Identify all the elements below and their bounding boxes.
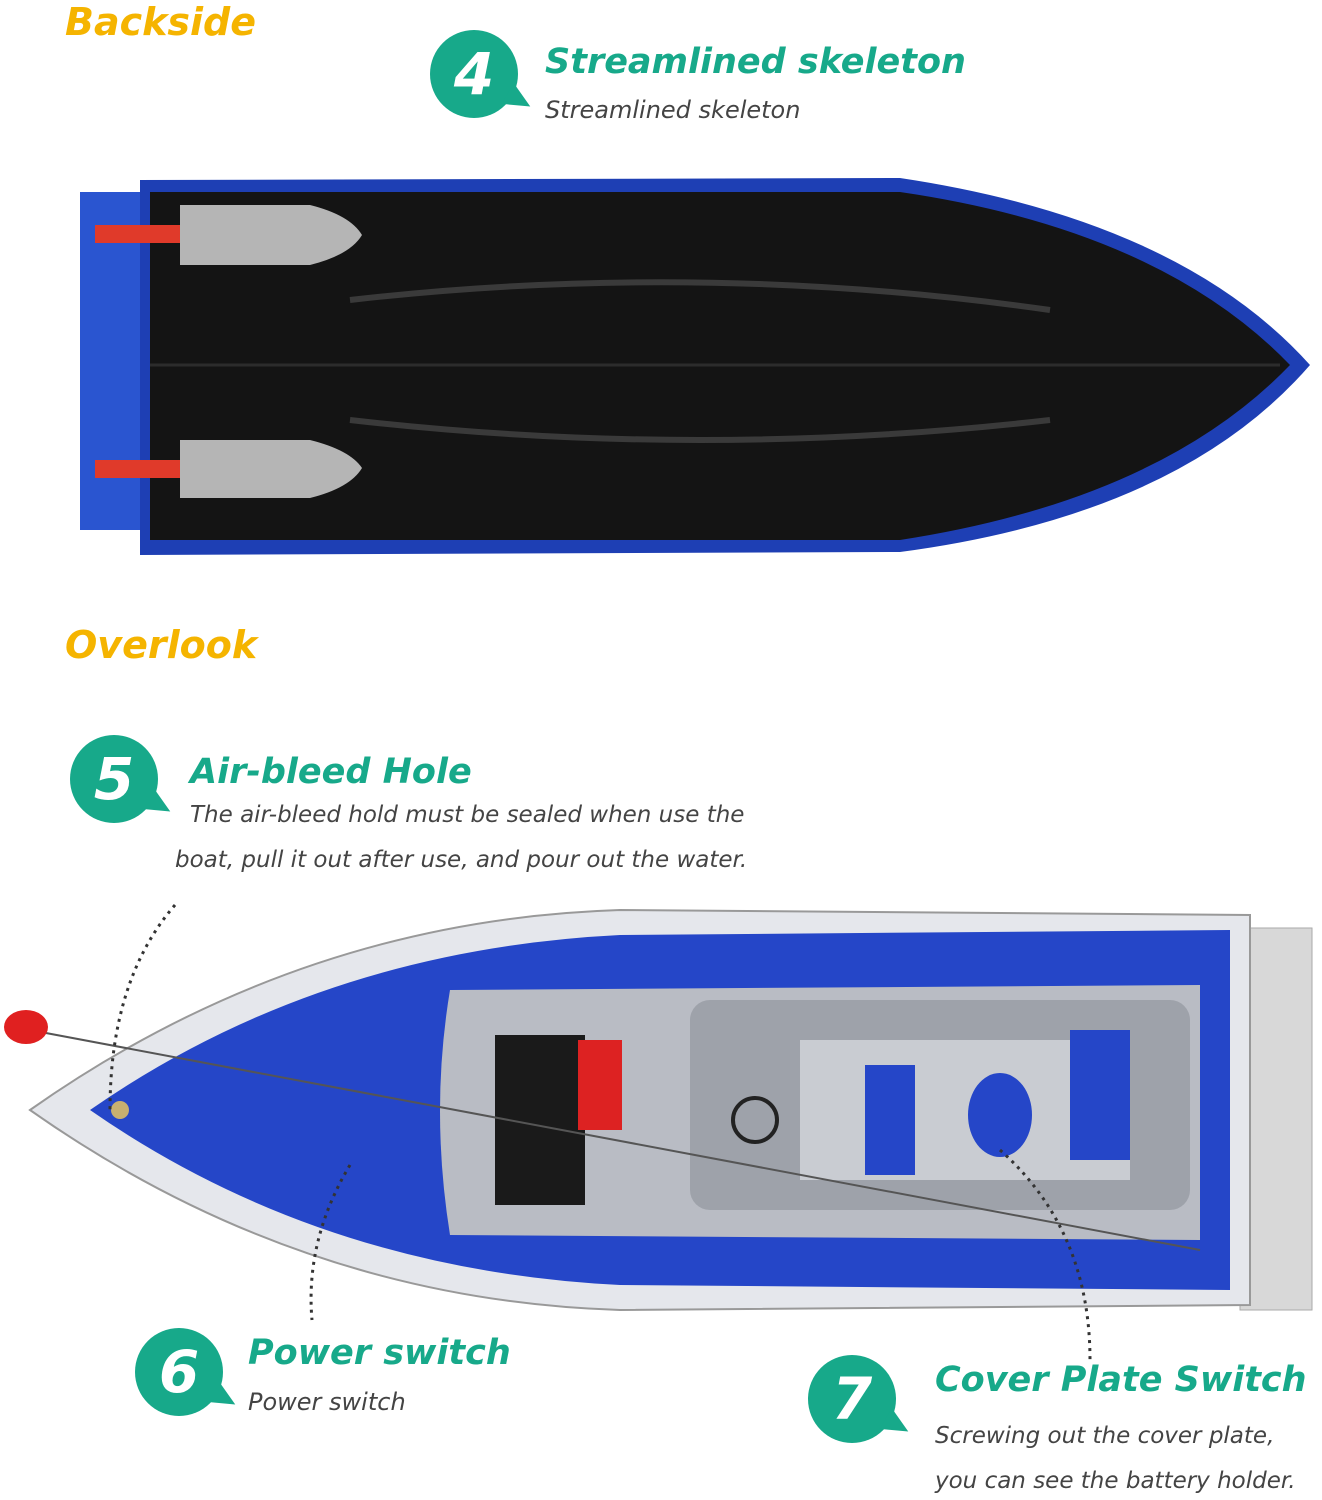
- callout-4-subtitle: Streamlined skeleton: [545, 96, 801, 124]
- motor-bottom: [95, 440, 362, 498]
- callout-5-line-1: The air-bleed hold must be sealed when u…: [190, 802, 745, 828]
- callout-7-badge: 7: [808, 1355, 896, 1443]
- callout-6-badge: 6: [135, 1328, 223, 1416]
- callout-5-line-2: boat, pull it out after use, and pour ou…: [175, 847, 748, 873]
- callout-6-title: Power switch: [248, 1333, 511, 1373]
- section-label-backside: Backside: [65, 0, 257, 44]
- boat-bottom-view: [80, 178, 1310, 555]
- section-label-overlook: Overlook: [65, 623, 258, 667]
- callout-4-title: Streamlined skeleton: [545, 42, 966, 82]
- motor-top: [95, 205, 362, 265]
- callout-4-badge: 4: [430, 30, 518, 118]
- callout-7-line-2: you can see the battery holder.: [935, 1468, 1296, 1494]
- pointer-power-switch: [309, 1164, 352, 1321]
- antenna-tip: [4, 1010, 48, 1044]
- pointer-air-bleed: [108, 904, 177, 1111]
- callout-5-badge: 5: [70, 735, 158, 823]
- callout-5-title: Air-bleed Hole: [190, 752, 472, 792]
- boat-top-view: [4, 908, 1313, 1312]
- callout-7-line-1: Screwing out the cover plate,: [935, 1423, 1275, 1449]
- callout-6-subtitle: Power switch: [248, 1388, 406, 1416]
- callout-7-title: Cover Plate Switch: [935, 1360, 1307, 1400]
